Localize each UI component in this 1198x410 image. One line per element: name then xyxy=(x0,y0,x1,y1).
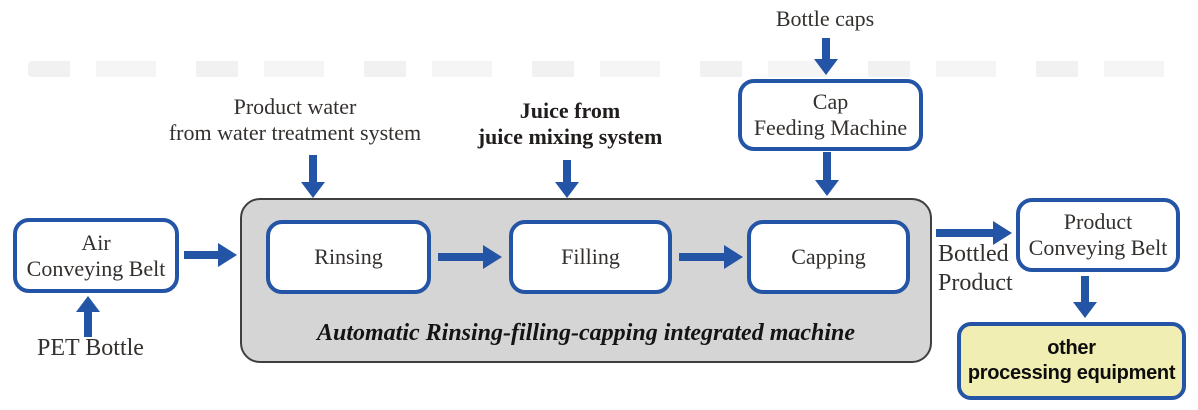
arrow-machine-to-product-belt-icon xyxy=(936,221,1012,245)
arrow-juice-to-machine-icon xyxy=(555,160,579,198)
product-belt-line2: Conveying Belt xyxy=(1028,235,1168,260)
bottled-product-line1: Bottled xyxy=(938,241,1009,267)
cap-feeding-line1: Cap xyxy=(812,89,849,115)
product-water-label: Product water from water treatment syste… xyxy=(160,94,430,147)
arrow-product-belt-to-other-icon xyxy=(1073,276,1097,318)
bottled-product-label: Bottled Product xyxy=(938,240,1048,298)
cap-feeding-line2: Feeding Machine xyxy=(753,115,908,140)
integrated-machine-label: Automatic Rinsing-filling-capping integr… xyxy=(316,320,856,346)
node-rinsing: Rinsing xyxy=(266,220,431,294)
juice-line2: juice mixing system xyxy=(477,124,663,150)
arrow-bottle-caps-to-cap-feeder-icon xyxy=(814,38,838,75)
juice-label: Juice from juice mixing system xyxy=(450,98,690,151)
product-water-line1: Product water xyxy=(233,94,357,119)
product-belt-line1: Product xyxy=(1063,209,1133,235)
arrow-rinsing-to-filling-icon xyxy=(438,245,502,269)
arrow-cap-feeder-to-machine-icon xyxy=(815,152,839,196)
other-equipment-line2: processing equipment xyxy=(967,362,1176,384)
bottled-product-line2: Product xyxy=(938,269,1013,296)
node-air-conveying-belt: Air Conveying Belt xyxy=(13,218,179,293)
product-water-line2: from water treatment system xyxy=(168,120,422,146)
air-belt-line1: Air xyxy=(81,229,111,255)
juice-line1: Juice from xyxy=(519,98,621,123)
scan-artifact-band xyxy=(28,61,1178,77)
node-filling: Filling xyxy=(509,220,672,294)
arrow-pet-bottle-to-air-belt-icon xyxy=(76,296,100,337)
node-capping: Capping xyxy=(747,220,910,294)
node-product-conveying-belt: Product Conveying Belt xyxy=(1016,198,1180,272)
arrow-air-belt-to-machine-icon xyxy=(184,243,237,267)
bottle-caps-label: Bottle caps xyxy=(775,6,875,31)
air-belt-line2: Conveying Belt xyxy=(26,255,166,281)
integrated-machine-container: Rinsing Filling Capping Automatic Rinsin… xyxy=(240,198,932,363)
node-cap-feeding-machine: Cap Feeding Machine xyxy=(738,79,923,151)
arrow-product-water-to-machine-icon xyxy=(301,155,325,198)
pet-bottle-label: PET Bottle xyxy=(37,335,144,361)
arrow-filling-to-capping-icon xyxy=(679,245,743,269)
other-equipment-line1: other xyxy=(1047,337,1096,359)
node-other-processing-equipment: other processing equipment xyxy=(957,322,1186,400)
